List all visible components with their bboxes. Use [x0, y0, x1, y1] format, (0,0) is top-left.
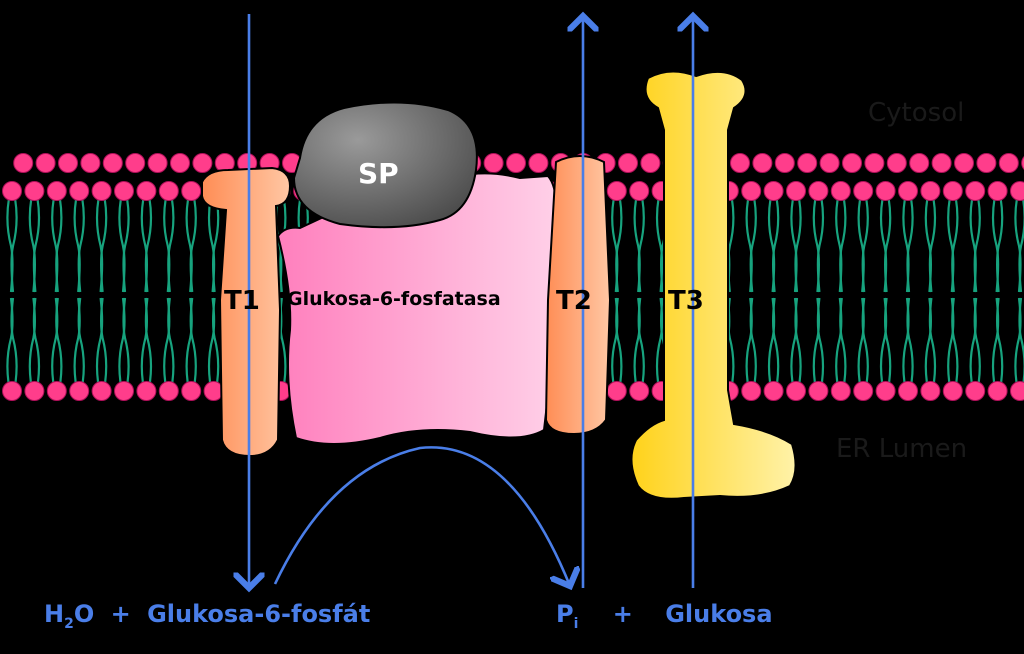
t2-label: T2	[556, 286, 592, 316]
product-label: Glukosa	[665, 600, 773, 628]
sp-subunit	[292, 101, 478, 229]
water-o: O	[73, 600, 95, 628]
phosphate-sub: i	[573, 615, 579, 632]
equation-products: Pi + Glukosa	[556, 600, 773, 632]
transporter-t3	[630, 70, 797, 500]
plus-sign-1: +	[110, 600, 131, 628]
equation-substrates: H2O + Glukosa-6-fosfát	[44, 600, 370, 632]
t1-label: T1	[224, 286, 260, 316]
substrate-label: Glukosa-6-fosfát	[147, 600, 371, 628]
er-lumen-label: ER Lumen	[836, 434, 968, 464]
enzyme-label: Glukosa-6-fosfatasa	[287, 288, 501, 310]
t3-label: T3	[668, 286, 704, 316]
arrow-reaction-curve	[273, 446, 570, 586]
sp-label: SP	[358, 157, 399, 190]
glucose-6-phosphatase	[276, 172, 559, 445]
water-sub: 2	[64, 615, 74, 632]
plus-sign-2: +	[612, 600, 633, 628]
cytosol-label: Cytosol	[868, 98, 965, 128]
transporter-t1	[201, 166, 292, 458]
water-h: H	[44, 600, 65, 628]
phosphate-p: P	[556, 600, 574, 628]
